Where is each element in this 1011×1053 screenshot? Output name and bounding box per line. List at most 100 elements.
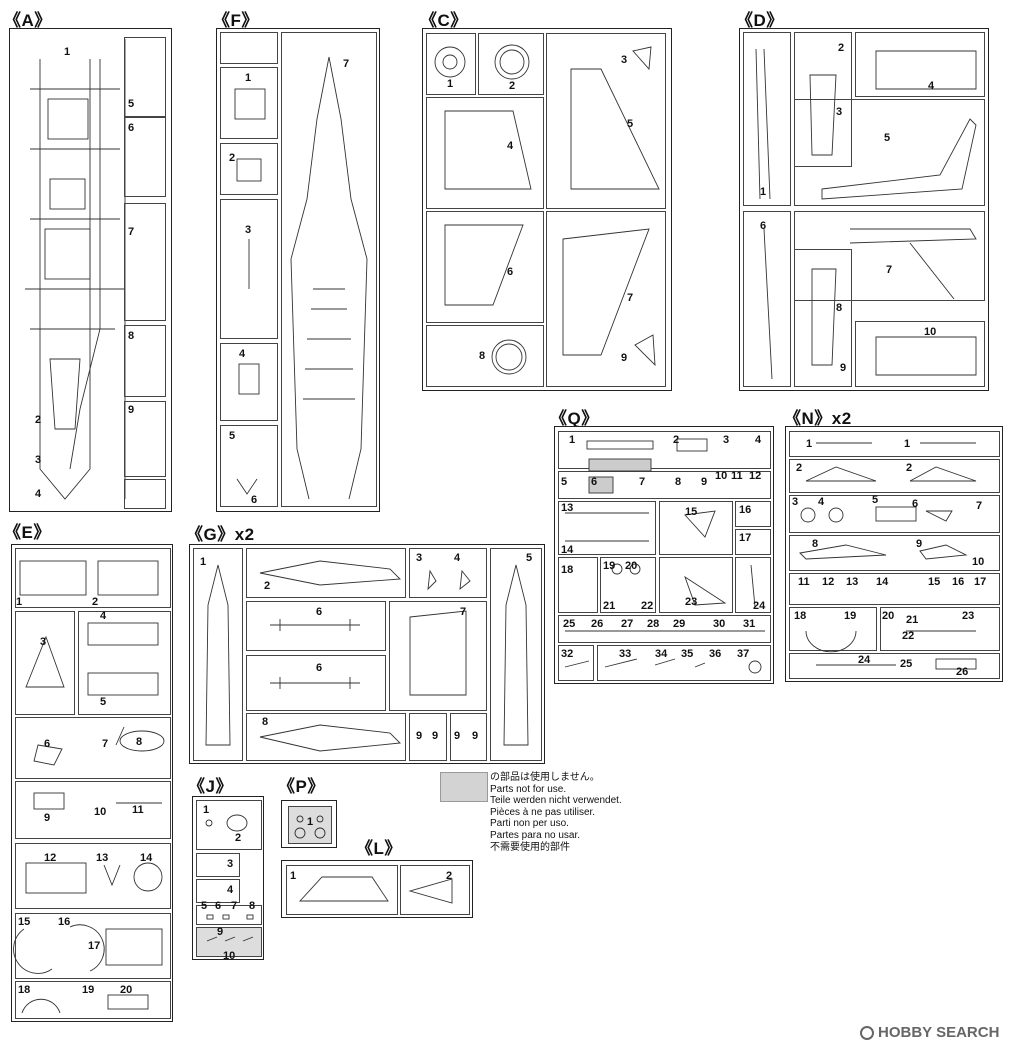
d-part-label: 5: [884, 132, 891, 144]
sprue-q-title: 《Q》: [550, 409, 599, 428]
q-part-label: 6: [591, 476, 598, 488]
j-part-label: 6: [215, 900, 222, 912]
j-part-label: 5: [201, 900, 208, 912]
n-part-label: 16: [952, 576, 965, 588]
n-part-label: 12: [822, 576, 835, 588]
d-part-label: 8: [836, 302, 843, 314]
g-part-label: 1: [200, 556, 207, 568]
n-part-label: 1: [806, 438, 813, 450]
sprue-d-drawing: [755, 48, 977, 380]
sprue-p-drawing: [294, 815, 326, 839]
q-part-label: 28: [647, 618, 660, 630]
sprue-d: 2 3 4 5 1 6 7 8 10 9: [739, 28, 989, 391]
e-part-label: 19: [82, 984, 95, 996]
sprue-a-drawing: [25, 39, 126, 500]
n-part-label: 19: [844, 610, 857, 622]
q-part-label: 11: [731, 470, 743, 482]
l-part-label: 1: [290, 870, 297, 882]
q-part-label: 4: [755, 434, 762, 446]
a-part-label: 7: [128, 226, 135, 238]
q-part-label: 26: [591, 618, 604, 630]
d-part-label: 7: [886, 264, 893, 276]
n-part-label: 1: [904, 438, 911, 450]
q-part-label: 3: [723, 434, 730, 446]
c-part-label: 8: [479, 350, 486, 362]
sprue-l: 1 2: [281, 860, 473, 918]
sprue-c-title: 《C》: [420, 11, 468, 30]
not-used-swatch: [440, 772, 488, 802]
e-part-label: 18: [18, 984, 31, 996]
sprue-d-title: 《D》: [736, 11, 784, 30]
e-part-label: 17: [88, 940, 101, 952]
f-part-label: 2: [229, 152, 236, 164]
d-part-label: 3: [836, 106, 843, 118]
n-part-label: 2: [796, 462, 803, 474]
q-part-label: 37: [737, 648, 750, 660]
n-part-label: 8: [812, 538, 819, 550]
sprue-j: 1 2 3 4 5 6 7 8 9 10: [192, 796, 264, 962]
n-part-label: 9: [916, 538, 923, 550]
g-part-label: 9: [454, 730, 461, 742]
q-part-label: 36: [709, 648, 722, 660]
g-part-label: 8: [262, 716, 269, 728]
n-part-label: 20: [882, 610, 895, 622]
q-part-label: 1: [569, 434, 576, 446]
sprue-e: 1 2 3 4 5 6 7 8 9 10 11 12 13 14 15 16 1…: [11, 544, 173, 1022]
j-part-label: 7: [231, 900, 238, 912]
f-part-label: 7: [343, 58, 350, 70]
e-part-label: 2: [92, 596, 99, 608]
a-part-label: 1: [64, 46, 71, 58]
j-part-label: 3: [227, 858, 234, 870]
n-part-label: 17: [974, 576, 987, 588]
e-part-label: 5: [100, 696, 107, 708]
e-part-label: 4: [100, 610, 107, 622]
c-part-label: 9: [621, 352, 628, 364]
q-part-label: 18: [561, 564, 574, 576]
a-part-label: 9: [128, 404, 135, 416]
n-part-label: 18: [794, 610, 807, 622]
d-part-label: 2: [838, 42, 845, 54]
q-part-label: 16: [739, 504, 752, 516]
n-part-label: 25: [900, 658, 913, 670]
q-part-label: 2: [673, 434, 680, 446]
g-part-label: 6: [316, 662, 323, 674]
q-part-label: 21: [603, 600, 616, 612]
sprue-l-title: 《L》: [356, 839, 402, 858]
e-part-label: 3: [40, 636, 47, 648]
sprue-n: 1 1 2 2 3 4 5 6 7 8 9 10 11 12 13 14 15 …: [785, 426, 1003, 682]
d-part-label: 10: [924, 326, 937, 338]
j-part-label: 1: [203, 804, 210, 816]
q-part-label: 15: [685, 506, 698, 518]
e-part-label: 8: [136, 736, 143, 748]
q-part-label: 34: [655, 648, 668, 660]
c-part-label: 7: [627, 292, 634, 304]
j-part-label: 9: [217, 926, 224, 938]
sprue-l-drawing: [298, 876, 453, 904]
sprue-j-drawing: [205, 814, 254, 942]
q-part-label: 30: [713, 618, 726, 630]
j-part-label: 2: [235, 832, 242, 844]
g-part-label: 6: [316, 606, 323, 618]
n-part-label: 15: [928, 576, 941, 588]
legend-line: Pièces à ne pas utiliser.: [490, 806, 596, 818]
n-part-label: 24: [858, 654, 871, 666]
e-part-label: 1: [16, 596, 23, 608]
a-part-label: 4: [35, 488, 42, 500]
n-part-label: 26: [956, 666, 969, 678]
q-part-label: 17: [739, 532, 752, 544]
q-part-label: 13: [561, 502, 574, 514]
c-part-label: 2: [509, 80, 516, 92]
n-part-label: 11: [798, 576, 810, 588]
q-part-label: 10: [715, 470, 728, 482]
g-part-label: 9: [472, 730, 479, 742]
q-part-label: 29: [673, 618, 686, 630]
sprue-n-drawing: [799, 442, 977, 670]
q-part-label: 32: [561, 648, 574, 660]
legend-line: Parti non per uso.: [490, 818, 569, 830]
d-part-label: 6: [760, 220, 767, 232]
n-part-label: 22: [902, 630, 915, 642]
sprue-f: 1 7 2 3 4 5 6: [216, 28, 380, 512]
sprue-p: 1: [281, 800, 337, 848]
n-part-label: 2: [906, 462, 913, 474]
f-part-label: 1: [245, 72, 252, 84]
